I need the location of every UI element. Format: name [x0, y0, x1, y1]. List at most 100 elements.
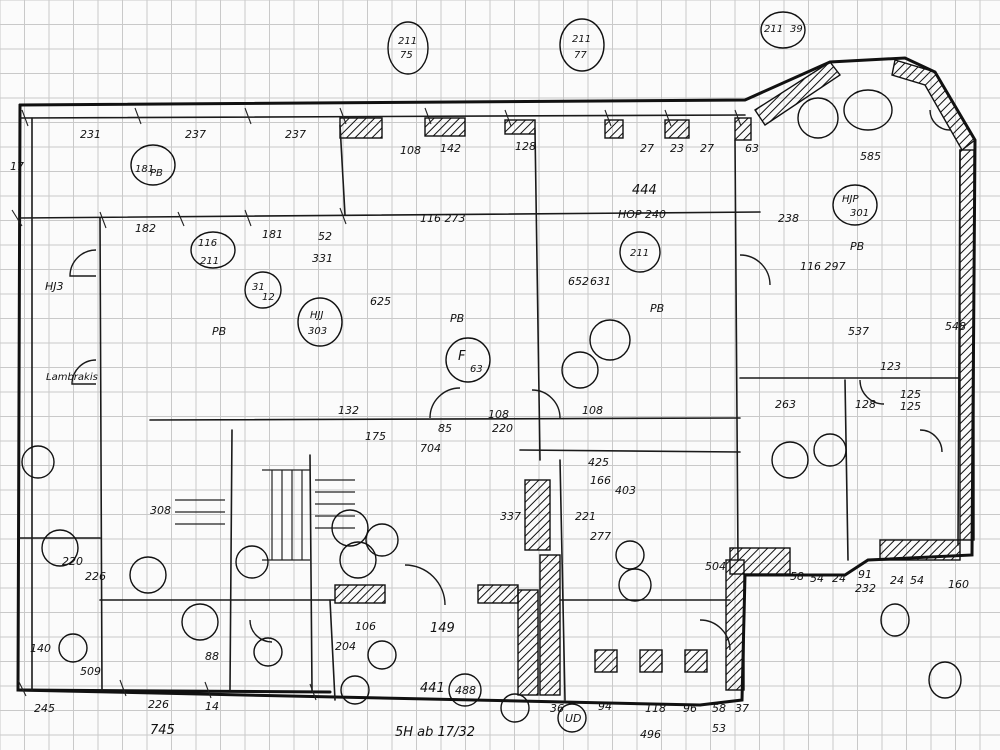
top-dim-10: 27: [700, 142, 714, 155]
dim-116-273: 116 273: [420, 212, 466, 225]
dimension-ticks: [11, 107, 742, 701]
dim-52: 52: [318, 230, 332, 243]
dim-652: 652: [568, 275, 589, 288]
bottom-dim-441: 441: [420, 681, 445, 696]
bottom-note-ud: UD: [565, 712, 582, 725]
bottom-dim-745: 745: [150, 723, 175, 738]
outer-walls: [16, 56, 977, 707]
note-pb-3: PB: [650, 302, 664, 315]
dim-182: 182: [135, 222, 156, 235]
mid-dim-123: 123: [880, 360, 901, 373]
mid-dim-425: 425: [588, 456, 609, 469]
bottom-dim-118: 118: [645, 702, 666, 715]
mid-dim-403: 403: [615, 484, 636, 497]
top-dim-3: 237: [285, 128, 306, 141]
mid-dim-263: 263: [775, 398, 796, 411]
top-dim-8: 444: [632, 183, 657, 198]
note-top-2a: 211: [572, 34, 591, 45]
annotation-circles: [21, 11, 962, 733]
dim-537: 537: [848, 325, 869, 338]
mid-dim-128: 128: [855, 398, 876, 411]
bottom-dim-94: 94: [598, 700, 612, 713]
low-dim-24b: 24: [890, 574, 904, 587]
dim-116-297: 116 297: [800, 260, 846, 273]
dim-125: 125: [900, 388, 921, 401]
bottom-dim-36: 36: [550, 702, 564, 715]
dim-hop-240: HOP 240: [618, 208, 666, 221]
mid-dim-220: 220: [492, 422, 513, 435]
low-dim-220: 220: [62, 555, 83, 568]
note-room-2a: 116: [198, 238, 217, 249]
hatched-wall-sections: [334, 59, 976, 696]
low-dim-308: 308: [150, 504, 171, 517]
note-room-5b: 301: [850, 208, 869, 219]
top-dim-7: 27: [640, 142, 654, 155]
low-dim-160: 160: [948, 578, 969, 591]
low-dim-277: 277: [590, 530, 611, 543]
mid-dim-108a: 108: [488, 408, 509, 421]
dim-631: 631: [590, 275, 611, 288]
low-dim-232: 232: [855, 582, 876, 595]
side-note-17: 17: [10, 160, 24, 173]
bottom-dim-226: 226: [148, 698, 169, 711]
low-dim-91: 91: [858, 568, 872, 581]
note-room-5a: HJP: [842, 194, 859, 205]
dim-548: 548: [945, 320, 966, 333]
top-dim-6: 128: [515, 140, 536, 153]
staircase: [175, 469, 355, 561]
top-dim-11: 63: [745, 142, 759, 155]
mid-dim-108b: 108: [582, 404, 603, 417]
bottom-dim-53: 53: [712, 722, 726, 735]
bottom-dim-14: 14: [205, 700, 219, 713]
bottom-dim-37: 37: [735, 702, 749, 715]
dim-238: 238: [778, 212, 799, 225]
note-room-2b: 211: [200, 256, 219, 267]
note-room-6: 211: [630, 248, 649, 259]
note-pb-1: PB: [212, 325, 226, 338]
mid-dim-125: 125: [900, 400, 921, 413]
top-dim-2: 237: [185, 128, 206, 141]
low-dim-88: 88: [205, 650, 219, 663]
bottom-dim-496: 496: [640, 728, 661, 741]
mid-dim-166: 166: [590, 474, 611, 487]
bottom-dim-245: 245: [34, 702, 55, 715]
bottom-dim-488: 488: [455, 684, 476, 697]
plan-labels: 231 237 237 142 108 128 27 444 23 27 63 …: [10, 24, 969, 741]
note-pb-4: PB: [450, 312, 464, 325]
note-room-1: 181: [135, 164, 154, 175]
mid-dim-85: 85: [438, 422, 452, 435]
bottom-dim-58: 58: [712, 702, 726, 715]
note-top-1a: 211: [398, 36, 417, 47]
note-room-1b: PB: [150, 168, 163, 179]
note-room-3b: 12: [262, 292, 275, 303]
door-swings: [69, 109, 951, 651]
note-room-4b: 303: [308, 326, 327, 337]
note-top-2b: 77: [574, 50, 587, 61]
side-note-hj3: HJ3: [45, 280, 64, 293]
low-dim-106: 106: [355, 620, 376, 633]
top-dim-5: 108: [400, 144, 421, 157]
bottom-dim-96: 96: [683, 702, 697, 715]
low-dim-149: 149: [430, 621, 455, 636]
bottom-note-handwriting: 5H ab 17/32: [395, 725, 475, 740]
note-top-3a: 211: [764, 24, 783, 35]
side-note-140: 140: [30, 642, 51, 655]
note-room-7b: 63: [470, 364, 483, 375]
dim-181: 181: [262, 228, 283, 241]
dim-331: 331: [312, 252, 333, 265]
low-dim-226: 226: [85, 570, 106, 583]
mid-dim-175: 175: [365, 430, 386, 443]
low-dim-204: 204: [335, 640, 356, 653]
low-dim-504: 504: [705, 560, 726, 573]
mid-dim-704: 704: [420, 442, 441, 455]
note-room-7a: F: [458, 349, 466, 364]
low-dim-221: 221: [575, 510, 596, 523]
low-dim-54b: 54: [910, 574, 924, 587]
side-note-509: 509: [80, 665, 101, 678]
note-room-4a: HJJ: [310, 310, 323, 321]
top-dim-12: 585: [860, 150, 881, 163]
dim-625: 625: [370, 295, 391, 308]
